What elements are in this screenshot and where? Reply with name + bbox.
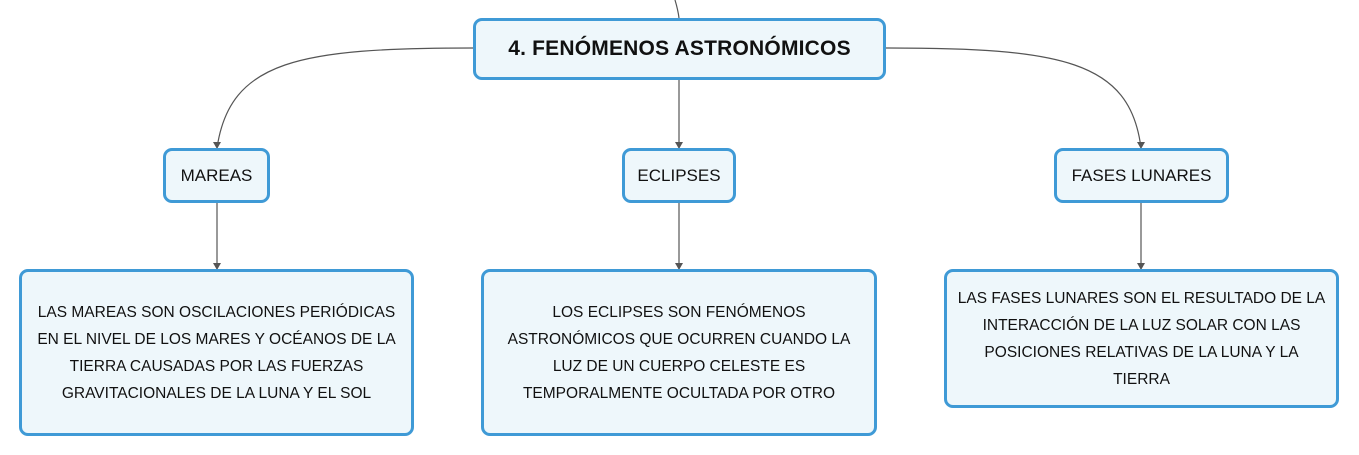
connector-root-fases: [885, 47, 1142, 149]
detail-node-fases-lunares[interactable]: LAS FASES LUNARES SON EL RESULTADO DE LA…: [944, 269, 1339, 408]
detail-text-fases-lunares: LAS FASES LUNARES SON EL RESULTADO DE LA…: [957, 289, 1326, 388]
detail-node-eclipses[interactable]: LOS ECLIPSES SON FENÓMENOS ASTRONÓMICOS …: [481, 269, 877, 436]
arrowhead-fases-detail: [1137, 263, 1145, 270]
topic-label-eclipses: ECLIPSES: [637, 165, 721, 185]
topic-label-mareas: MAREAS: [180, 165, 253, 185]
root-node[interactable]: 4. FENÓMENOS ASTRONÓMICOS: [473, 18, 886, 80]
arrowhead-fases: [1137, 142, 1145, 149]
arrowhead-mareas: [213, 142, 221, 149]
detail-text-eclipses: LOS ECLIPSES SON FENÓMENOS ASTRONÓMICOS …: [507, 303, 851, 402]
topic-node-fases-lunares[interactable]: FASES LUNARES: [1054, 148, 1229, 203]
topic-node-eclipses[interactable]: ECLIPSES: [622, 148, 736, 203]
connector-root-mareas: [216, 47, 474, 149]
topic-label-fases-lunares: FASES LUNARES: [1071, 165, 1212, 185]
arrowhead-mareas-detail: [213, 263, 221, 270]
detail-node-mareas[interactable]: LAS MAREAS SON OSCILACIONES PERIÓDICAS E…: [19, 269, 414, 436]
parent-connector: [674, 0, 680, 19]
topic-node-mareas[interactable]: MAREAS: [163, 148, 270, 203]
root-label: 4. FENÓMENOS ASTRONÓMICOS: [508, 37, 851, 60]
arrowhead-eclipses-detail: [675, 263, 683, 270]
detail-text-mareas: LAS MAREAS SON OSCILACIONES PERIÓDICAS E…: [37, 303, 396, 402]
arrowhead-eclipses: [675, 142, 683, 149]
